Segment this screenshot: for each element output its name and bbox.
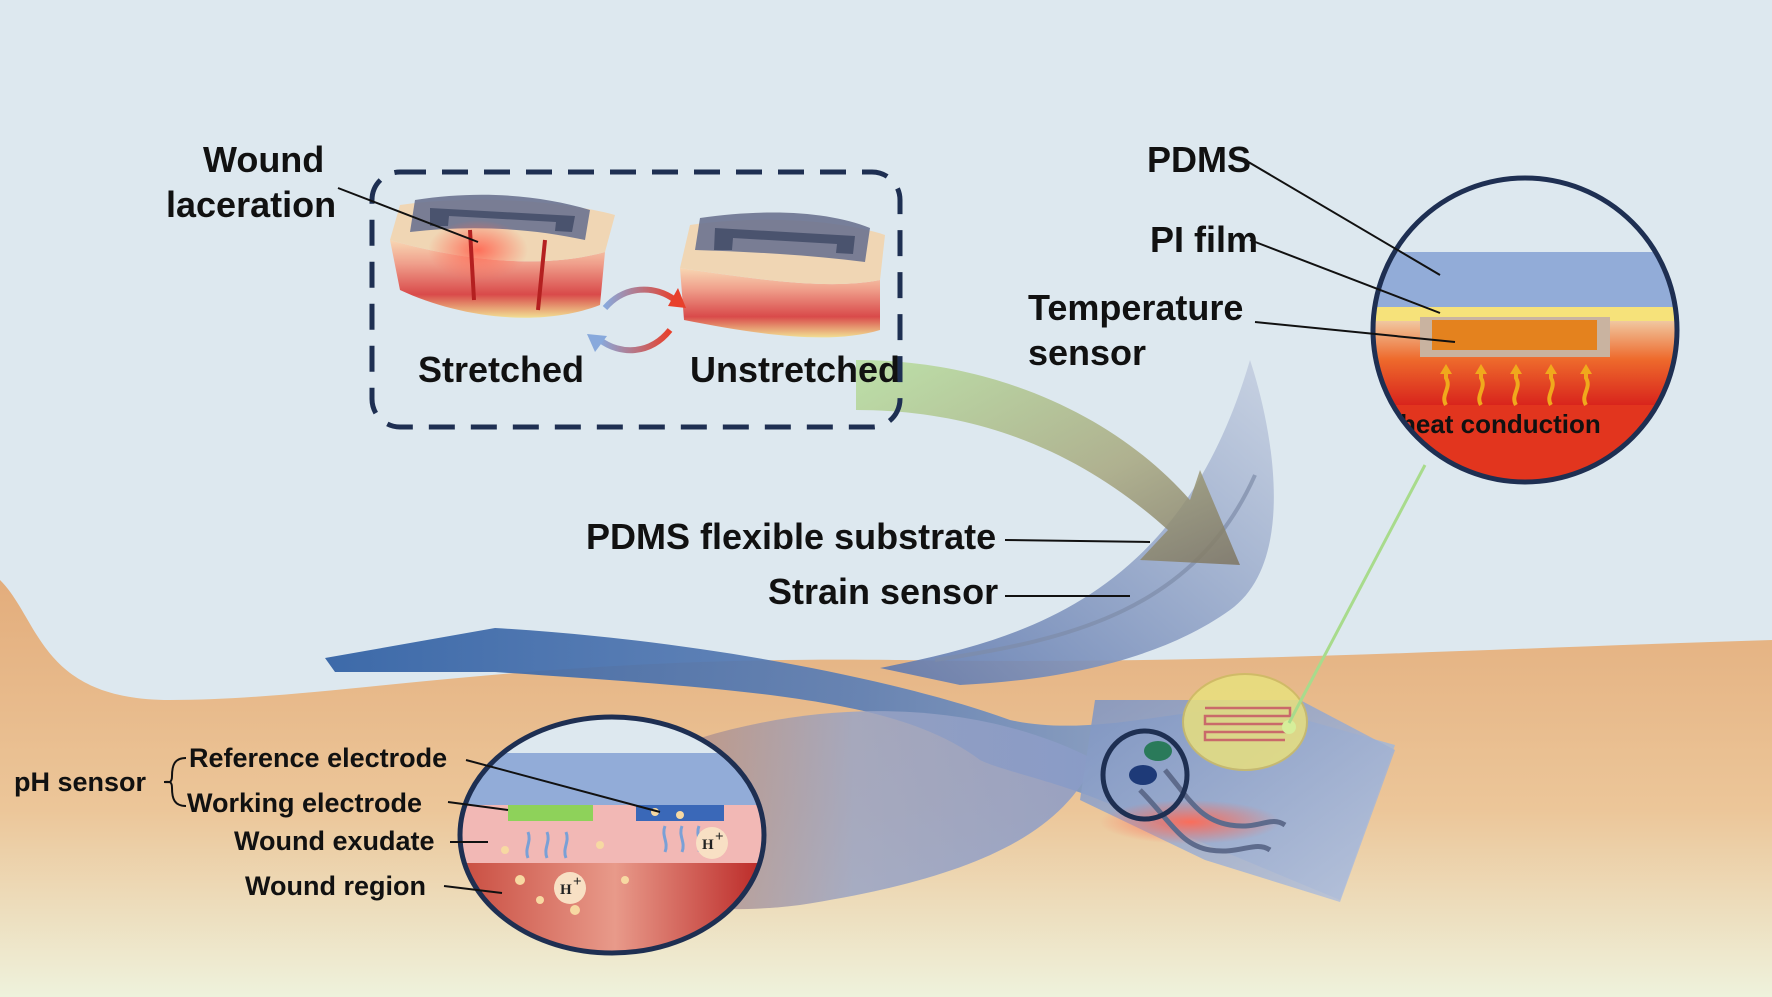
reference-electrode-leader bbox=[465, 759, 661, 813]
wound-laceration-leader bbox=[337, 187, 479, 243]
temperature-sensor-trace bbox=[1203, 706, 1292, 742]
cycle-arrow-forward-head bbox=[668, 288, 686, 308]
unstretched-label: Unstretched bbox=[690, 349, 900, 390]
cycle-arrow-backward bbox=[598, 328, 673, 354]
particle bbox=[676, 811, 684, 819]
ph-sensor-brace bbox=[163, 757, 187, 807]
ribbon-rising-sheet bbox=[880, 360, 1274, 685]
stretched-wound-tear bbox=[468, 229, 476, 301]
heat-conduction-label: heat conduction bbox=[1400, 409, 1601, 439]
particle bbox=[515, 875, 525, 885]
ion-arrow-up bbox=[525, 831, 531, 859]
heat-arrow-head bbox=[1580, 364, 1592, 374]
temperature-zoom-border bbox=[1370, 175, 1680, 485]
particle bbox=[596, 841, 604, 849]
stretched-label: Stretched bbox=[418, 349, 584, 390]
pdms-flexible-substrate-label: PDMS flexible substrate bbox=[586, 516, 996, 557]
working-electrode-label: Working electrode bbox=[187, 788, 422, 818]
ribbon-rising-edge bbox=[934, 474, 1257, 662]
temperature-sensor-label-line2: sensor bbox=[1028, 332, 1146, 373]
temperature-sensor-marker bbox=[1282, 720, 1296, 734]
unstretched-sensor-trace bbox=[714, 228, 855, 254]
pi-film-leader bbox=[1249, 239, 1441, 314]
wound-region-leader bbox=[443, 885, 503, 894]
heat-arrows bbox=[1442, 372, 1590, 407]
ph-sensor-highlight-ring bbox=[1100, 728, 1190, 822]
proton-ion-bottom: H + bbox=[554, 872, 586, 904]
ph-working-electrode-dot bbox=[1144, 741, 1172, 761]
proton-symbol: H bbox=[560, 882, 572, 898]
heat-arrow-head bbox=[1510, 364, 1522, 374]
ion-arrow-up bbox=[544, 831, 550, 859]
heat-arrow bbox=[1547, 372, 1555, 407]
temperature-callout-line bbox=[1287, 464, 1427, 724]
ion-arrow-down bbox=[662, 825, 668, 853]
particle bbox=[570, 905, 580, 915]
working-electrode-leader bbox=[447, 801, 509, 811]
heat-arrow bbox=[1582, 372, 1590, 407]
ph-sensor-label: pH sensor bbox=[14, 767, 147, 797]
reversible-cycle-arrows bbox=[587, 286, 686, 354]
cycle-arrow-backward-head bbox=[587, 334, 607, 352]
heat-arrow-head bbox=[1545, 364, 1557, 374]
wound-laceration-label-line2: laceration bbox=[166, 184, 336, 225]
stretched-sensor-trace bbox=[430, 208, 575, 232]
temperature-sensor-zoom: heat conduction bbox=[1370, 175, 1680, 485]
temperature-sensor-label-line1: Temperature bbox=[1028, 287, 1243, 328]
pdms-substrate-leader bbox=[1004, 539, 1151, 543]
particle bbox=[536, 896, 544, 904]
unstretched-skin-block bbox=[680, 212, 885, 338]
heat-arrow-head bbox=[1440, 364, 1452, 374]
pdms-layer bbox=[1373, 252, 1677, 307]
proton-ion-top: H + bbox=[696, 827, 728, 859]
proton-bubble bbox=[696, 827, 728, 859]
pdms-leader bbox=[1244, 159, 1441, 276]
proton-symbol: H bbox=[702, 837, 714, 853]
heat-arrow bbox=[1512, 372, 1520, 407]
stretched-wound-tear-2 bbox=[536, 239, 547, 311]
reference-electrode-label: Reference electrode bbox=[189, 743, 447, 773]
heat-arrow bbox=[1442, 372, 1450, 407]
proton-charge: + bbox=[715, 829, 724, 845]
ion-arrow-up bbox=[563, 831, 569, 859]
cycle-arrow-forward bbox=[602, 286, 677, 311]
ion-arrow-down bbox=[679, 825, 685, 853]
stretched-wound-glow bbox=[428, 220, 528, 280]
wound-glow bbox=[1100, 800, 1280, 844]
particle bbox=[621, 876, 629, 884]
proton-bubble bbox=[554, 872, 586, 904]
heat-arrow-head bbox=[1475, 364, 1487, 374]
temperature-sensor-element bbox=[1432, 320, 1597, 350]
wound-region-label: Wound region bbox=[245, 871, 426, 901]
stretched-skin-block bbox=[390, 194, 615, 318]
process-arrow bbox=[856, 360, 1240, 565]
exudate-particles bbox=[501, 808, 684, 915]
wound-exudate-layer bbox=[460, 805, 764, 863]
working-electrode-strip bbox=[508, 805, 593, 821]
ph-pdms-layer bbox=[460, 753, 764, 805]
heat-arrow bbox=[1477, 372, 1485, 407]
strain-state-frame bbox=[369, 169, 903, 430]
particle bbox=[501, 846, 509, 854]
wound-exudate-label: Wound exudate bbox=[234, 826, 435, 856]
ph-zoom-border bbox=[457, 714, 767, 956]
heat-arrow-heads bbox=[1440, 364, 1592, 374]
pdms-label: PDMS bbox=[1147, 139, 1251, 180]
temperature-sensor-pad bbox=[1182, 673, 1308, 771]
leader-lines bbox=[163, 159, 1456, 894]
unstretched-block-side bbox=[680, 268, 880, 338]
pi-film-label: PI film bbox=[1150, 219, 1258, 260]
proton-charge: + bbox=[573, 874, 582, 890]
labels: Wound laceration Stretched Unstretched P… bbox=[14, 139, 1258, 901]
ph-reference-electrode-dot bbox=[1129, 765, 1157, 785]
temperature-sensor-leader bbox=[1254, 321, 1456, 343]
strain-sensor-label: Strain sensor bbox=[768, 571, 998, 612]
wound-laceration-label-line1: Wound bbox=[203, 139, 324, 180]
